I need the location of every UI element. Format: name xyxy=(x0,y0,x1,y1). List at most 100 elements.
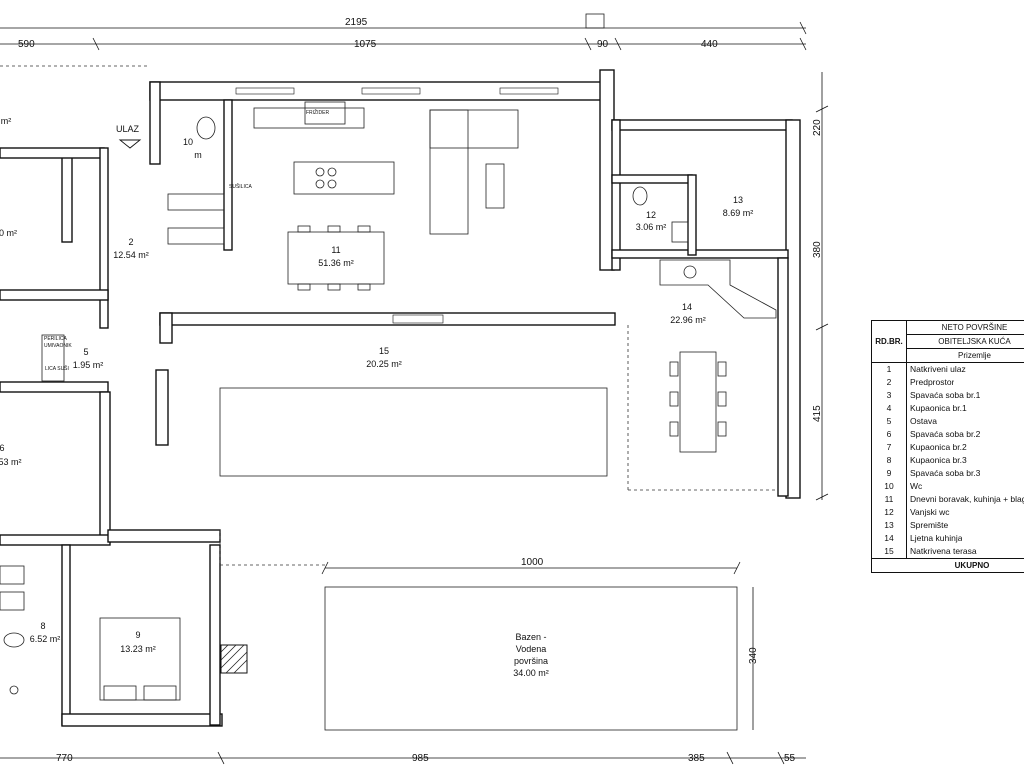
legend-row-number: 10 xyxy=(872,480,907,493)
appliance-label-2: SUŠILICA xyxy=(229,183,252,190)
dim-bottom-2: 985 xyxy=(412,753,429,764)
dim-right-3: 415 xyxy=(812,405,823,422)
top-dimensions: 2195 590 1075 90 440 xyxy=(0,13,807,51)
room-labels: m² 10 m 0 m² 2 12.54 m² 11 51.36 m² 12 3… xyxy=(0,116,753,654)
legend-col-no: RD.BR. xyxy=(872,321,907,362)
room-14-number: 14 xyxy=(682,302,692,312)
appliance-label-3: PERILICA xyxy=(44,336,67,342)
room-6-number: 6 xyxy=(0,443,5,453)
sink-icon xyxy=(304,101,346,125)
column-marker xyxy=(585,13,605,29)
room-1-area: m² xyxy=(1,116,12,126)
legend-row-number: 15 xyxy=(872,545,907,558)
pool-label-2: Vodena xyxy=(516,644,547,654)
legend-row-name: Spavaća soba br.1 xyxy=(910,390,981,400)
dim-bottom-3: 385 xyxy=(688,753,705,764)
room-11-area: 51.36 m² xyxy=(318,258,354,268)
bed-icon xyxy=(99,617,181,701)
legend-row-number: 13 xyxy=(872,519,907,532)
dim-top-2: 1075 xyxy=(354,39,377,50)
legend-row-name: Spremište xyxy=(910,520,949,530)
room-11-number: 11 xyxy=(331,245,340,255)
legend-row-name: Kupaonica br.2 xyxy=(910,442,967,452)
area-legend-table: RD.BR. NETO POVRŠINE OBITELJSKA KUĆA Pri… xyxy=(871,320,1024,573)
dim-bottom-1: 770 xyxy=(56,753,73,764)
legend-row-number: 3 xyxy=(872,389,907,402)
legend-row-name: Natkrivena terasa xyxy=(910,546,977,556)
appliance-label-1: FRIŽIDER xyxy=(306,108,329,116)
room-6-area: 53 m² xyxy=(0,457,22,467)
toilet-icon-2 xyxy=(632,186,648,206)
appliance-labels: ULAZ FRIŽIDER SUŠILICA PERILICA UMIVAONI… xyxy=(44,108,329,372)
legend-row-name: Spavaća soba br.2 xyxy=(910,429,981,439)
legend-row-name: Dnevni boravak, kuhinja + blagovaona xyxy=(910,494,1024,504)
room-10-area: m xyxy=(194,150,202,160)
legend-row-name: Kupaonica br.3 xyxy=(910,455,967,465)
room-12-number: 12 xyxy=(646,210,656,220)
room-2-number: 2 xyxy=(128,237,133,247)
room-13-number: 13 xyxy=(733,195,743,205)
washbasin-icon xyxy=(671,221,689,243)
legend-row-number: 6 xyxy=(872,428,907,441)
legend-row-name: Predprostor xyxy=(910,377,955,387)
legend-floor: Prizemlje xyxy=(958,351,991,360)
legend-row-name: Natkriveni ulaz xyxy=(910,364,966,374)
appliance-label-4: UMIVAONIK xyxy=(44,343,72,349)
furniture xyxy=(0,101,777,701)
room-8-area: 6.52 m² xyxy=(30,634,61,644)
toilet-icon xyxy=(196,116,216,140)
dim-top-1: 590 xyxy=(18,39,35,50)
legend-row-number: 11 xyxy=(872,493,907,506)
legend-row-name: Ljetna kuhinja xyxy=(910,533,963,543)
entrance-label: ULAZ xyxy=(116,124,140,134)
dashed-outlines xyxy=(0,65,778,566)
room-10-number: 10 xyxy=(183,137,193,147)
legend-title: NETO POVRŠINE xyxy=(907,321,1024,335)
legend-row-number: 2 xyxy=(872,376,907,389)
room-2-area: 12.54 m² xyxy=(113,250,149,260)
legend-row-name: Vanjski wc xyxy=(910,507,950,517)
dim-right-2: 380 xyxy=(812,241,823,258)
room-5-number: 5 xyxy=(83,347,88,357)
room-3-area: 0 m² xyxy=(0,228,17,238)
right-dimensions: 220 380 415 xyxy=(812,72,829,501)
pool-label-3: površina xyxy=(514,656,548,666)
legend-row-name: Ostava xyxy=(910,416,937,426)
room-9-number: 9 xyxy=(135,630,140,640)
legend-row-number: 4 xyxy=(872,402,907,415)
dim-top-4: 440 xyxy=(701,39,718,50)
legend-row-number: 9 xyxy=(872,467,907,480)
room-12-area: 3.06 m² xyxy=(636,222,667,232)
dim-bottom-4: 55 xyxy=(784,753,796,764)
legend-row-name: Kupaonica br.1 xyxy=(910,403,967,413)
legend-row-name: Wc xyxy=(910,481,923,491)
room-14-area: 22.96 m² xyxy=(670,315,706,325)
legend-total-label: UKUPNO xyxy=(954,561,990,570)
legend-row-number: 7 xyxy=(872,441,907,454)
room-15-area: 20.25 m² xyxy=(366,359,402,369)
legend-subtitle: OBITELJSKA KUĆA xyxy=(907,335,1024,349)
legend-row-number: 1 xyxy=(872,363,907,376)
pool: 1000 340 Bazen - Vodena površina 34.00 m… xyxy=(321,557,759,731)
dim-top-3: 90 xyxy=(597,39,609,50)
room-9-area: 13.23 m² xyxy=(120,644,156,654)
appliance-label-5: LICA SUŠI xyxy=(45,365,69,372)
room-15-number: 15 xyxy=(379,346,389,356)
dim-pool-width: 1000 xyxy=(521,557,544,568)
room-5-area: 1.95 m² xyxy=(73,360,104,370)
pool-area: 34.00 m² xyxy=(513,668,549,678)
